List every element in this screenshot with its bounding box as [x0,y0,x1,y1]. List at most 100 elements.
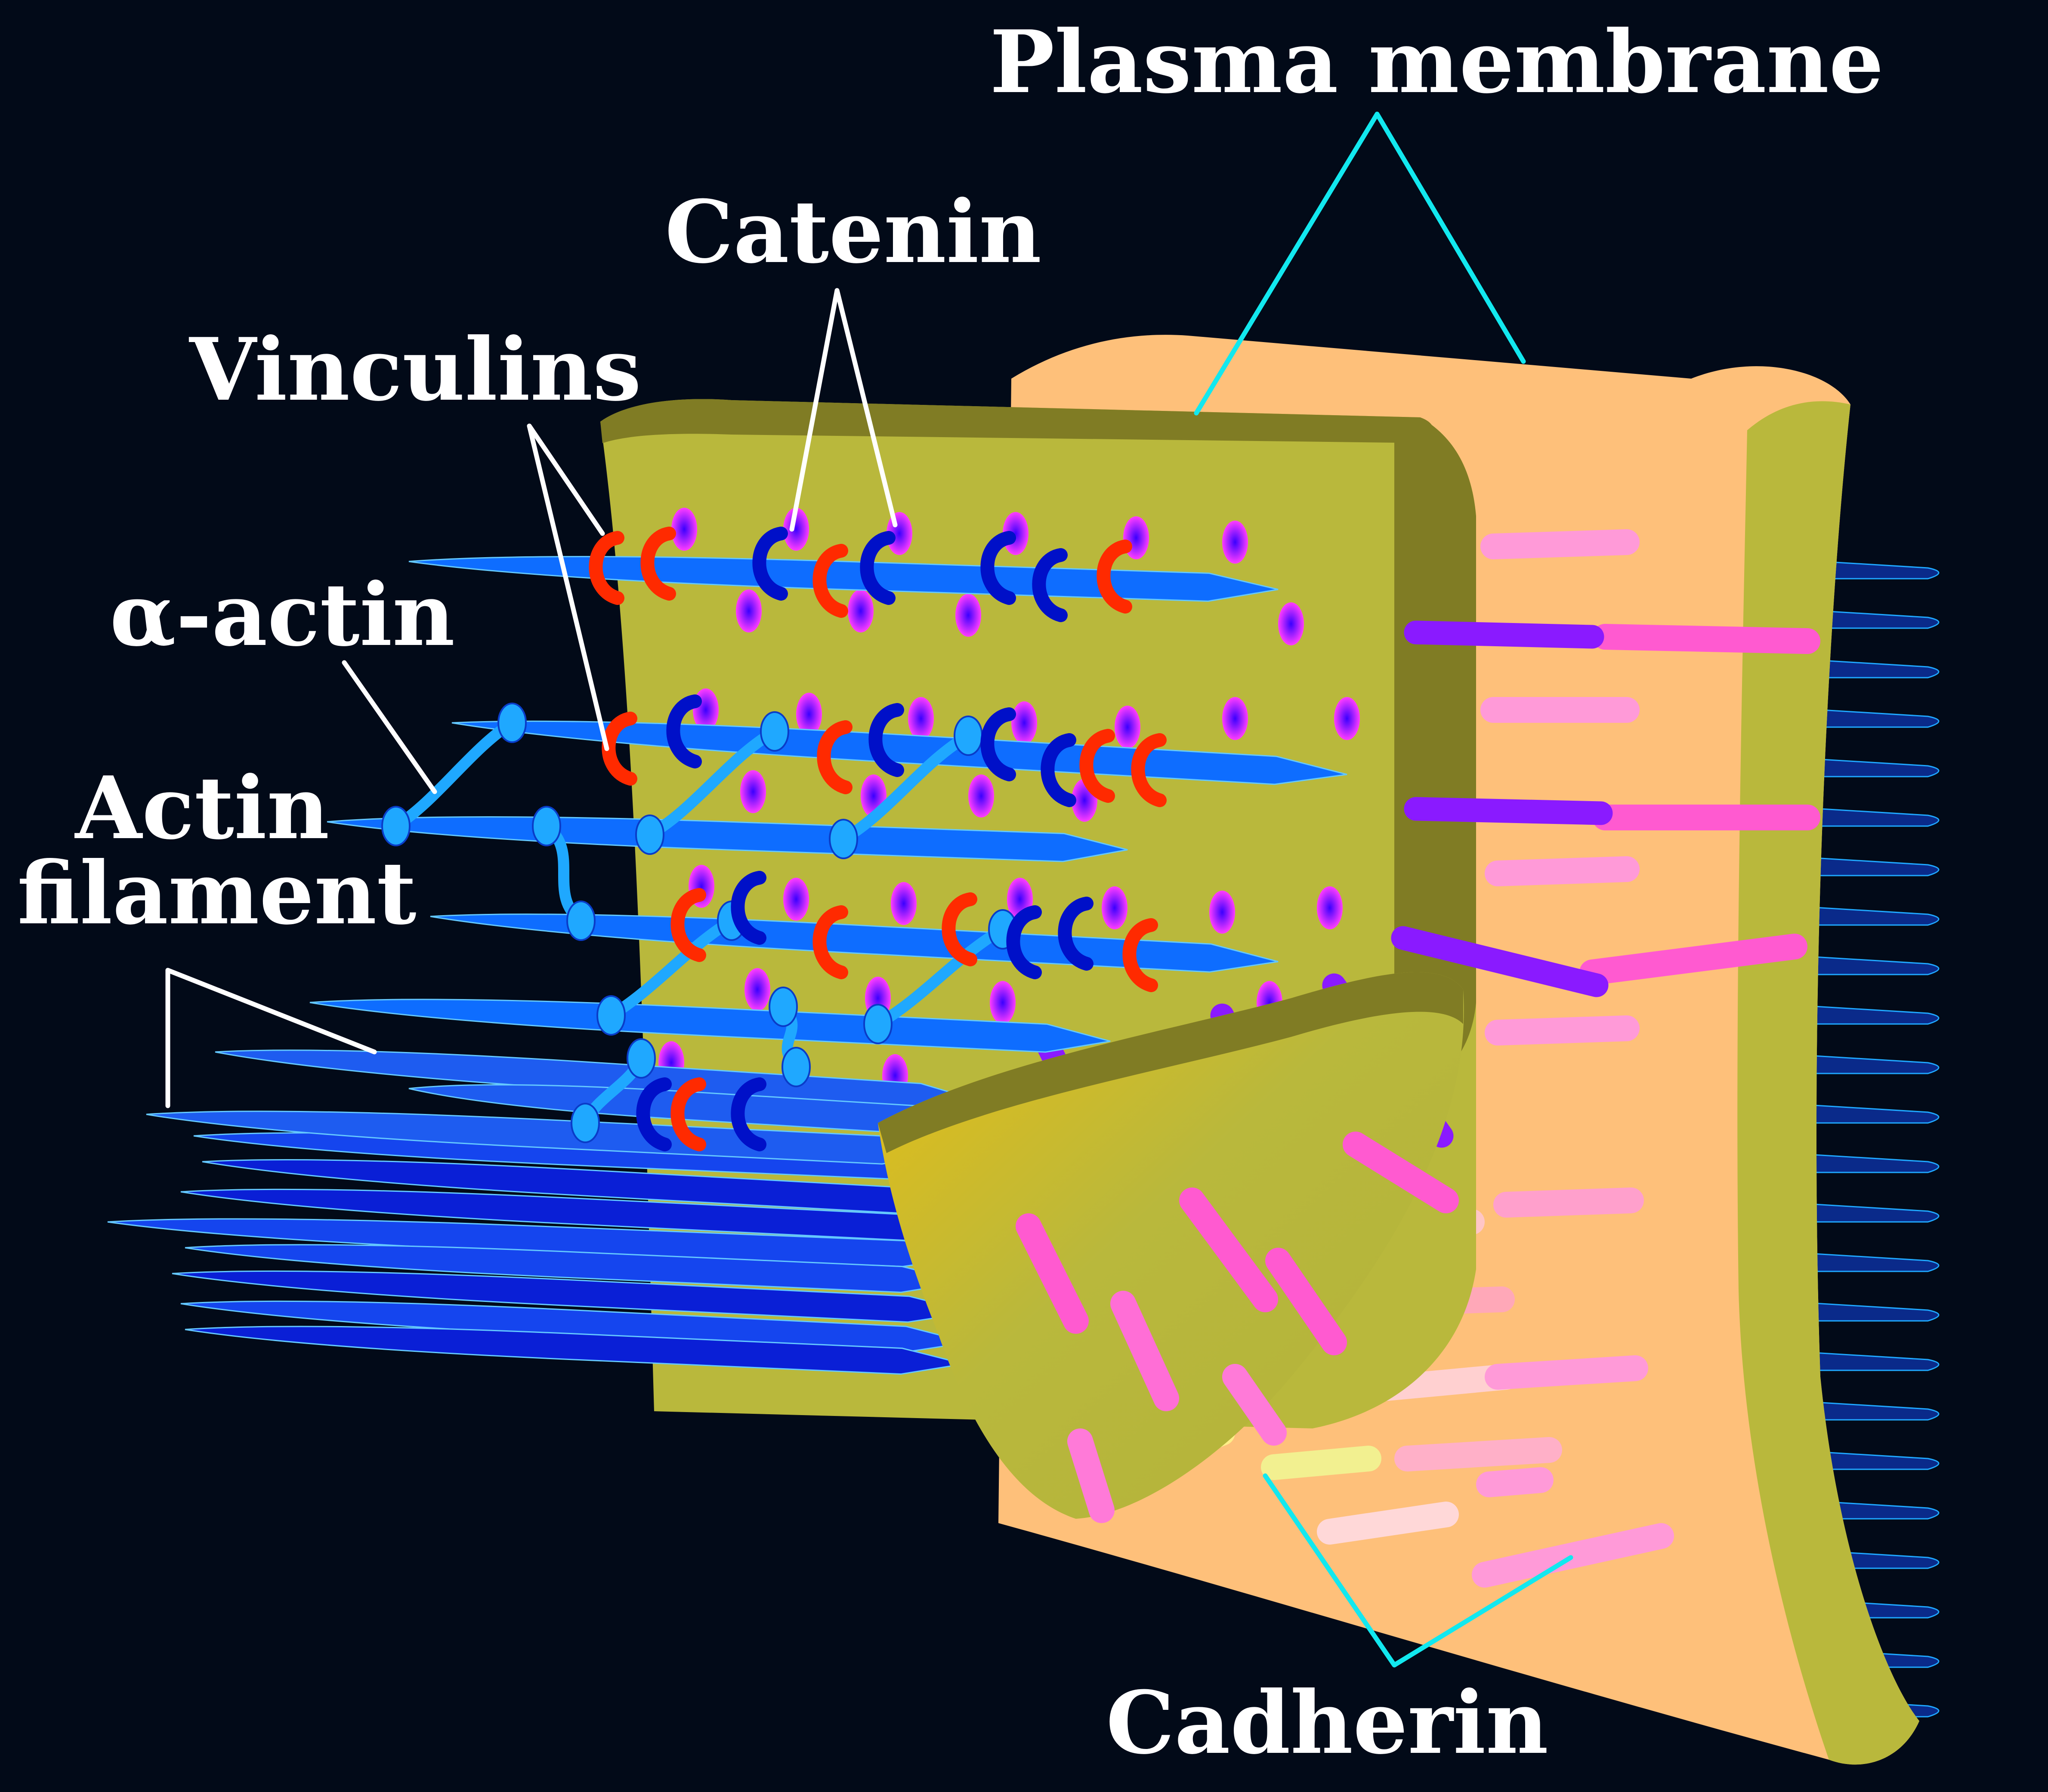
hook-catenin-4 [666,694,702,768]
hook-vinculin-6 [1079,729,1115,803]
surface-dot-5 [1222,521,1248,564]
cadherin-back-12 [1476,1467,1554,1497]
cadherin-purple-0 [1404,620,1604,649]
alpha-actin-knob-a-2 [954,716,983,756]
cadherin-curl-0 [1016,1213,1089,1334]
alpha-actin-pointer [342,660,437,794]
surface-dot-9 [1278,602,1304,645]
surface-dot-28 [744,968,770,1011]
alpha-actin-knob-b-3 [566,901,596,941]
right-filament-8 [1785,954,1940,975]
cadherin-label: Cadherin [1106,1672,1549,1773]
right-filament-7 [1785,905,1940,926]
alpha-actin-knob-b-0 [381,806,411,846]
surface-dot-13 [1011,701,1037,744]
plasma-membrane-label: Plasma membrane [990,12,1884,113]
hook-vinculin-7 [1131,733,1167,807]
vinculins-label: Vinculins [189,319,642,420]
hook-catenin-12 [731,1077,766,1151]
surface-dot-26 [1209,891,1235,934]
cadherin-back-17 [1261,1446,1381,1480]
hook-vinculin-1 [640,527,676,601]
surface-dot-25 [1102,886,1127,929]
cadherin-molecules-back [1188,529,1820,1588]
plasma-membrane-back-edge [1737,401,1919,1765]
cadherin-curl-4 [1265,1248,1347,1355]
vinculin-catenin-hooks [589,527,1167,1151]
alpha-actin-crosslinks [381,703,1017,1143]
hook-catenin-10 [1058,897,1094,971]
hook-vinculin-12 [670,1077,706,1151]
hook-catenin-5 [868,703,904,777]
membrane-surface-dots [658,508,1360,1097]
alpha-actin-knob-b-5 [863,1004,893,1044]
plasma-membrane-pointer [1194,111,1526,416]
actin-filaments [107,556,1347,1375]
cadherin-back-13 [1592,624,1820,654]
hook-catenin-7 [1041,733,1076,807]
right-filament-14 [1785,1251,1940,1272]
hook-vinculin-11 [1122,918,1158,992]
alpha-actin-knob-a-6 [769,987,798,1027]
hook-catenin-11 [636,1077,672,1151]
cadherin-pointer [1263,1473,1573,1668]
cadherin-curl-5 [1222,1364,1287,1446]
surface-dot-1 [783,508,809,551]
hook-catenin-9 [1006,905,1042,979]
hook-catenin-0 [752,527,788,601]
actin-filament-pointer [165,968,377,1108]
actin-filament-label-line2: filament [17,843,417,944]
surface-dot-0 [671,508,697,551]
hook-catenin-1 [860,531,896,605]
surface-dot-22 [783,878,809,921]
hook-catenin-3 [1032,548,1068,622]
cadherin-purple-1 [1404,797,1613,825]
cadherin-back-0 [1480,529,1640,559]
cadherin-curl-1 [1179,1187,1278,1312]
actin-filament-main-2 [327,816,1128,862]
hook-vinculin-10 [942,892,977,966]
hook-catenin-8 [731,871,766,945]
cadherin-back-9 [1317,1502,1459,1545]
alpha-actin-knob-a-7 [627,1038,656,1079]
cadherin-back-15 [1579,934,1807,985]
alpha-actin-link-5 [872,924,1008,1030]
alpha-actin-link-4 [605,915,737,1021]
cadherin-curl-2 [1343,1132,1459,1213]
vinculins-pointer [527,423,609,751]
catenin-pointer [789,288,898,532]
right-filament-6 [1785,855,1940,876]
right-filament-12 [1785,1152,1940,1173]
right-filament-5 [1785,806,1940,827]
surface-dot-12 [908,697,934,740]
alpha-actin-link-0 [390,717,518,832]
alpha-actin-knob-b-1 [635,814,664,855]
surface-dot-8 [955,594,981,637]
cadherin-back-10 [1472,1523,1674,1588]
actin-filament-main-0 [408,556,1279,602]
cadherin-curl-3 [1110,1291,1179,1411]
cadherin-back-4 [1493,1187,1644,1218]
alpha-actin-knob-a-1 [760,711,789,752]
surface-dot-23 [891,882,917,925]
cadherin-purple-2 [1391,926,1609,997]
surface-dot-15 [1222,697,1248,740]
hook-vinculin-5 [817,720,853,794]
right-filament-16 [1785,1350,1940,1371]
alpha-actin-link-1 [644,726,780,840]
alpha-actin-knob-a-3 [532,806,561,846]
surface-dot-6 [736,589,762,632]
surface-dot-11 [796,693,822,736]
right-filament-11 [1785,1103,1940,1124]
surface-dot-17 [740,770,766,813]
surface-dot-7 [848,589,874,632]
cadherin-back-3 [1485,1015,1640,1046]
alpha-actin-knob-b-7 [571,1103,600,1143]
hook-vinculin-9 [812,905,848,979]
plasma-membrane-curl [878,972,1464,1519]
hook-catenin-6 [980,707,1016,781]
right-filament-13 [1785,1202,1940,1223]
right-filament-15 [1785,1301,1940,1322]
actin-filament-label-line1: Actin [75,758,330,859]
